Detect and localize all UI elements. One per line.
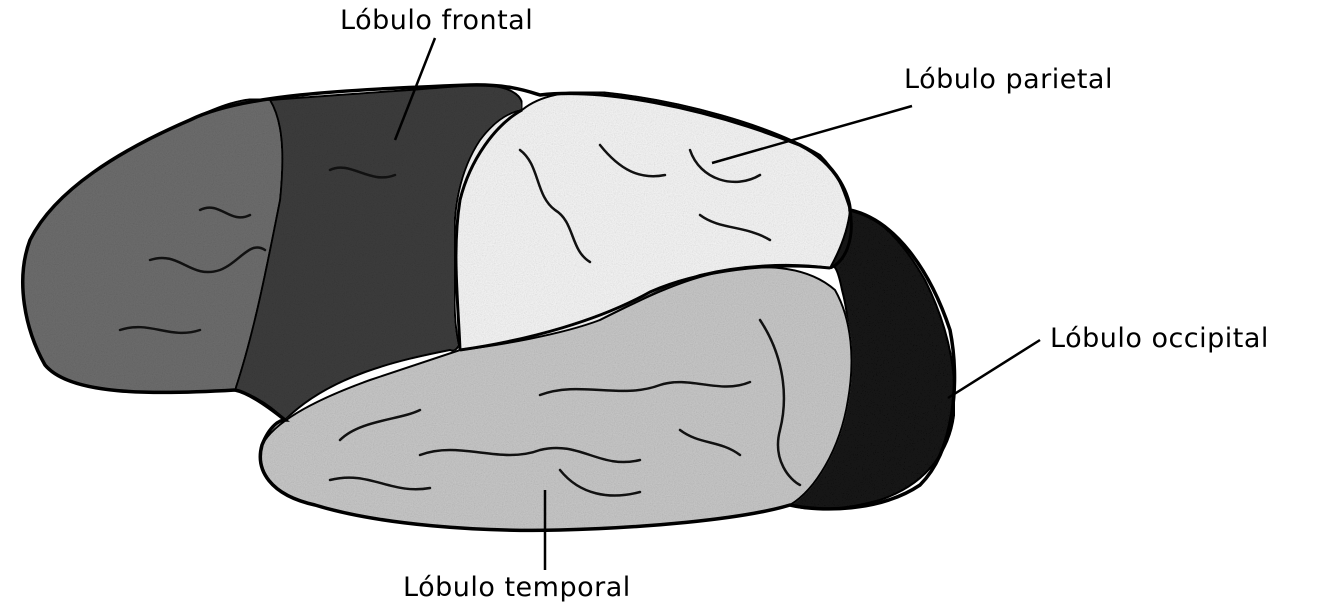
- leader-line-occipital: [948, 340, 1040, 398]
- label-frontal-lobe: Lóbulo frontal: [340, 5, 533, 36]
- label-parietal-lobe: Lóbulo parietal: [904, 64, 1113, 95]
- label-occipital-lobe: Lóbulo occipital: [1050, 323, 1269, 354]
- label-temporal-lobe: Lóbulo temporal: [403, 572, 631, 603]
